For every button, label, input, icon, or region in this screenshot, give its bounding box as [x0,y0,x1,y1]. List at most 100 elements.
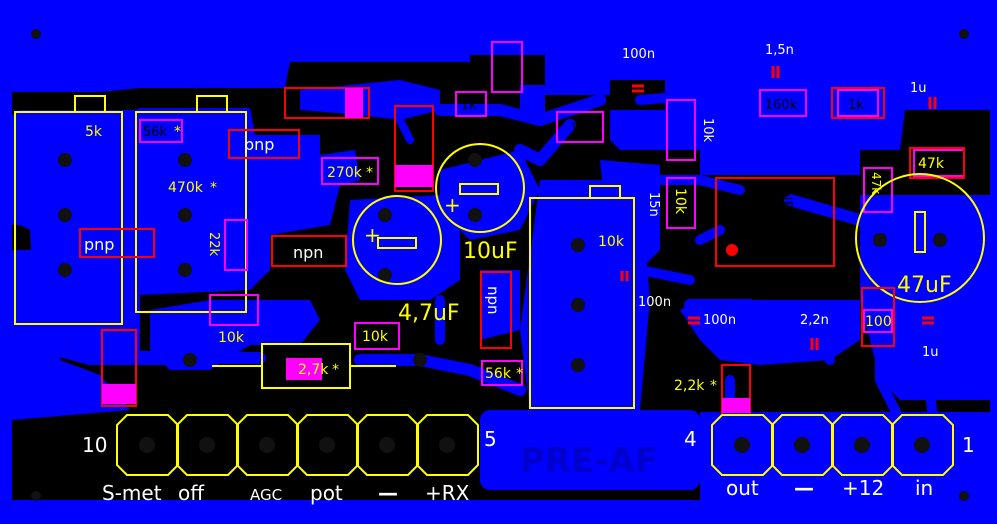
connector-left-pin-5: 5 [484,427,497,451]
label-1u-a: 1u [910,81,927,96]
connector-label-agc: AGC [250,486,282,504]
connector-label-gnd-left: — [378,481,398,505]
label-56k-bot: 56k [485,366,512,382]
mounting-holes [31,29,969,501]
center-component-outline [529,197,635,409]
connector-label-gnd-right: — [794,476,814,500]
r-100-box [861,287,895,347]
label-10k-f: 10k [672,188,688,215]
label-pnp-top: pnp [244,135,274,154]
q-pnp-top-box [228,129,300,159]
label-56k-top-star: * [174,124,181,140]
r-1k-b-box [556,111,604,143]
connector-label-off: off [178,481,205,505]
cap-10uf-outline [435,143,525,233]
label-47k-b: 47k [918,156,945,172]
label-56k-bot-star: * [516,366,523,382]
copper-pour [12,60,990,470]
r-2-2k-mask [722,398,750,413]
connector-right-pin-4: 4 [684,427,697,451]
r-56k-bot-box [481,360,523,386]
cap-47uf-bar [914,211,926,253]
r-2-7k-mask [286,358,322,380]
label-10uF: 10uF [463,239,518,264]
label-56k-top: 56k [143,125,168,140]
mount-hole-br [959,491,969,501]
connector-right [711,414,954,476]
r-100-mask [863,309,893,333]
cap-10uf-bar [459,183,499,195]
cap-4-7uf-bar [377,237,417,249]
r-3k-box [491,41,523,93]
r-1k-c-box [837,89,879,117]
r-56k-top-box [139,119,183,143]
r-10k-c-box [354,322,400,350]
q-npn-vertical-box [480,271,512,349]
r-1k-c-red [831,87,885,119]
r-1k-a-box [455,91,487,117]
label-100n-a: 100n [622,47,655,62]
c-1u-b-pad [913,332,939,356]
cap-4-7uf-outline [352,195,442,285]
connector-left-pin-10: 10 [82,433,107,457]
label-1u-b: 1u [922,345,939,360]
connector-right-pin-1: 1 [962,433,975,457]
r-10k-e-box [666,99,696,161]
label-10k-d: 10k [598,234,625,250]
trimmer-5k-outline [14,111,123,325]
label-10k-left: 10k [218,330,245,346]
label-1k-b: 1k [570,122,586,137]
trimmer-56k-tab [196,95,228,113]
label-470k-star: * [210,180,217,196]
center-component-tab [589,185,621,199]
label-3k: 3k [496,60,512,75]
label-100n-b: 100n [638,295,671,310]
label-1-5n: 1,5n [765,43,794,58]
r-vertical-center [394,105,434,192]
q-pnp-left-box [79,228,155,258]
connector-label-in: in [915,476,933,500]
cap-47uf-outline [855,173,985,303]
label-15n: 15n [646,192,661,217]
ic-ne5532-box [715,177,835,267]
r-left-vertical [101,329,137,407]
connector-label-pot: pot [310,481,343,505]
mount-hole-bl [31,491,41,501]
label-npn-vertical: npn [484,286,502,315]
mount-hole-tr [959,29,969,39]
label-270k: 270k [327,165,363,181]
label-100n-c: 100n [703,313,736,328]
label-22k: 22k [206,232,221,257]
label-4-7uF: 4,7uF [398,301,460,326]
label-100: 100 [865,314,892,330]
cap-10uf-plus: + [444,193,461,217]
connector-label-rx: +RX [425,481,470,505]
label-1k-c: 1k [848,98,864,113]
q-npn-box [271,235,347,267]
label-ne5532: NE5532 [778,190,794,245]
r-10k-left-box [209,294,259,326]
trimmer-56k-outline [135,111,247,313]
trimmer-5k-tab [74,95,106,113]
label-npn: npn [293,243,323,262]
r-47k-b-red [909,147,965,179]
cap-4-7uf-plus: + [364,223,381,247]
label-pnp-left: pnp [84,235,114,254]
label-2-7k-star: * [332,362,339,378]
connector-label-smet: S-met [102,481,162,505]
connector-label-out: out [726,476,759,500]
connector-label-12v: +12 [842,476,884,500]
mount-hole-tl [31,29,41,39]
r-top-red [284,87,370,119]
label-270k-star: * [366,165,373,181]
pads-left [43,142,947,372]
r-160k-box [759,89,807,117]
label-47uF: 47uF [897,273,952,298]
label-5k: 5k [85,124,103,140]
r-22k-box [224,219,248,271]
label-10k-e: 10k [700,118,715,143]
label-10k-c: 10k [362,329,389,345]
label-160k: 160k [765,98,798,113]
label-1k-a: 1k [461,98,477,113]
